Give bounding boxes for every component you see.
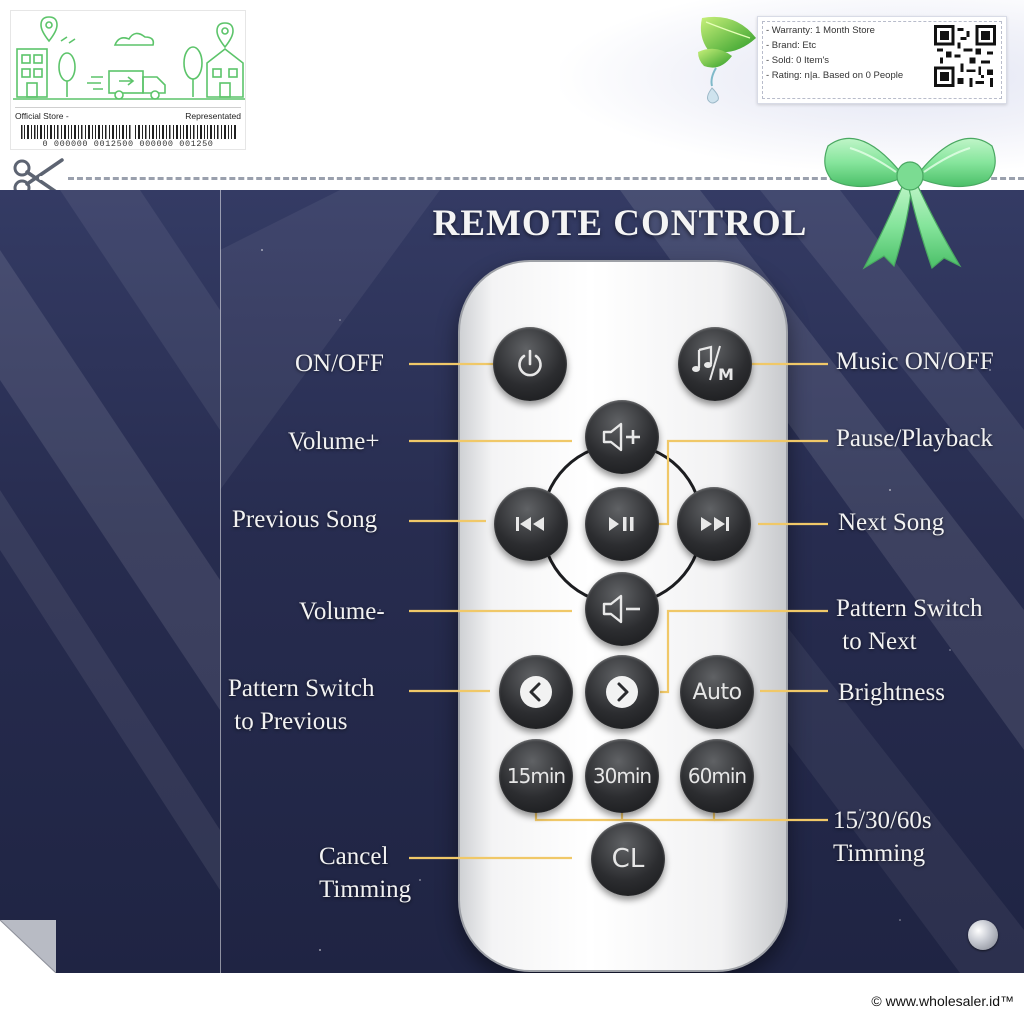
volume-down-icon [602,594,640,624]
info-sold: - Sold: 0 Item's [766,55,830,66]
label-pattern-previous: Pattern Switch to Previous [228,672,375,738]
power-icon [518,349,542,377]
previous-song-button[interactable] [494,487,568,561]
main-panel: REMOTE CONTROL [0,190,1024,973]
label-pause: Pause/Playback [836,425,993,452]
store-official-label: Official Store - [15,110,69,121]
label-pattern-next: Pattern Switch to Next [836,592,983,658]
volume-up-icon [602,422,640,452]
label-on-off: ON/OFF [295,350,384,377]
label-timing-line1: 15/30/60s [833,807,932,834]
power-button[interactable] [493,327,567,401]
info-warranty: - Warranty: 1 Month Store [766,25,875,36]
diagram-title: REMOTE CONTROL [432,203,808,244]
timer-60min-button[interactable]: 60min [680,739,754,813]
play-pause-icon [609,517,634,531]
label-previous: Previous Song [232,506,378,533]
label-volume-down: Volume- [299,598,385,625]
page-curl [0,920,56,973]
label-pattern-previous-line1: Pattern Switch [228,675,375,702]
label-music: Music ON/OFF [836,348,994,375]
volume-down-button[interactable] [585,572,659,646]
cut-line [68,177,1024,180]
label-cancel-line1: Cancel [319,843,389,870]
chevron-right-icon [606,676,638,708]
chevron-left-icon [520,676,552,708]
label-cancel: Cancel Timming [319,840,411,906]
store-card: Official Store - Representated [10,10,246,150]
pattern-previous-button[interactable] [499,655,573,729]
info-brand: - Brand: Etc [766,40,817,51]
barcode [21,125,236,139]
next-song-button[interactable] [677,487,751,561]
leaf-icon [698,16,756,104]
next-icon [701,517,729,531]
label-cancel-line2: Timming [319,876,412,903]
barcode-digits: 0 000000 0012500 000000 001250 [42,139,214,149]
info-lines: - Warranty: 1 Month Store - Brand: Etc -… [766,23,903,83]
corner-rivet [968,920,998,950]
label-next: Next Song [838,509,945,536]
music-mode-icon: M [692,345,734,384]
label-brightness: Brightness [838,679,945,706]
label-pattern-next-line1: Pattern Switch [836,595,983,622]
svg-text:M: M [718,365,734,384]
header-strip: Official Store - Representated [0,0,1024,198]
music-button[interactable]: M [678,327,752,401]
left-divider [220,190,221,973]
copyright-text: © www.wholesaler.id™ [871,993,1014,1009]
label-timing-line2: Timming [833,840,926,867]
auto-brightness-button[interactable]: Auto [680,655,754,729]
pattern-next-button[interactable] [585,655,659,729]
product-info-card: - Warranty: 1 Month Store - Brand: Etc -… [757,16,1007,104]
qr-code-icon [934,25,996,87]
label-pattern-next-line2: to Next [836,628,917,655]
volume-up-button[interactable] [585,400,659,474]
timer-30min-button[interactable]: 30min [585,739,659,813]
label-volume-up: Volume+ [288,428,380,455]
store-represented-label: Representated [185,110,241,121]
store-row: Official Store - Representated [15,107,241,123]
label-pattern-previous-line2: to Previous [228,708,348,735]
footer: © www.wholesaler.id™ [0,973,1024,1024]
store-illustration [13,16,245,100]
info-card-frame [762,21,1002,99]
play-pause-button[interactable] [585,487,659,561]
info-rating: - Rating: n|a. Based on 0 People [766,70,904,81]
bow-icon [824,137,996,270]
label-timing: 15/30/60s Timming [833,804,932,870]
timer-15min-button[interactable]: 15min [499,739,573,813]
cancel-timer-button[interactable]: CL [591,822,665,896]
previous-icon [516,517,544,531]
